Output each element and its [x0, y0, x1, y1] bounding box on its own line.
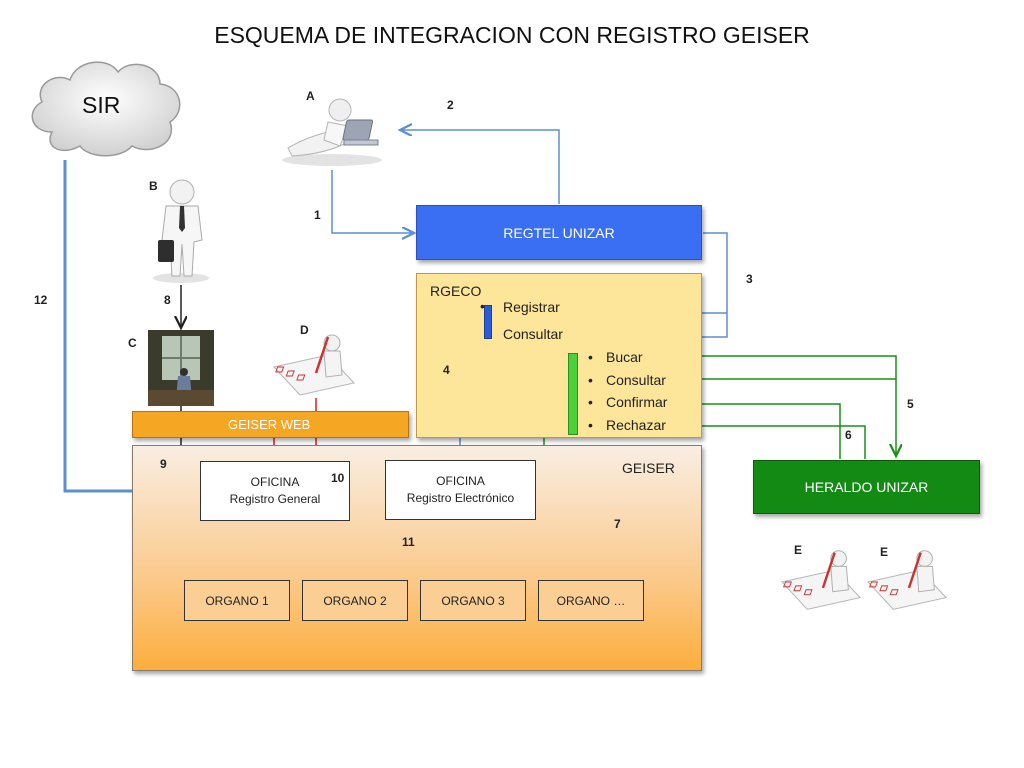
organo-2-box: ORGANO 2	[302, 580, 408, 621]
bullet-confirmar: •	[588, 394, 593, 410]
label-2: 2	[447, 98, 454, 112]
diagram-title: ESQUEMA DE INTEGRACION CON REGISTRO GEIS…	[214, 22, 810, 48]
label-5: 5	[907, 397, 914, 411]
organo-3-box: ORGANO 3	[420, 580, 526, 621]
businessman-icon	[153, 179, 209, 283]
label-4: 4	[443, 363, 450, 377]
action-rechazar: Rechazar	[606, 417, 666, 433]
person-checklist-icon	[780, 550, 862, 610]
rgeco-item-consultar: Consultar	[503, 326, 563, 342]
bullet-rechazar: •	[588, 417, 593, 433]
flow-1	[331, 170, 414, 233]
label-12: 12	[34, 293, 48, 307]
action-confirmar: Confirmar	[606, 394, 668, 410]
label-c: C	[128, 336, 137, 350]
oficina-registro-electronico: OFICINA Registro Electrónico	[385, 460, 536, 520]
label-8: 8	[164, 293, 171, 307]
regtel-unizar-box: REGTEL UNIZAR	[416, 205, 702, 260]
flow-2	[400, 130, 560, 204]
label-3: 3	[746, 272, 753, 286]
oficina-elec-line2: Registro Electrónico	[406, 491, 515, 505]
label-9: 9	[160, 457, 167, 471]
bullet-registrar: •	[480, 298, 485, 314]
organo-n-box: ORGANO …	[538, 580, 644, 621]
heraldo-unizar-box: HERALDO UNIZAR	[753, 460, 980, 514]
rgeco-service-bar	[484, 305, 492, 339]
person-laptop-icon	[282, 98, 382, 166]
rgeco-item-registrar: Registrar	[503, 299, 560, 315]
label-11: 11	[402, 535, 415, 549]
action-consultar: Consultar	[606, 372, 666, 388]
oficina-general-line2: Registro General	[229, 492, 321, 506]
sir-label: SIR	[82, 92, 121, 118]
action-bucar: Bucar	[606, 349, 643, 365]
organo-1-box: ORGANO 1	[184, 580, 290, 621]
label-1: 1	[314, 208, 321, 222]
flow-6b	[684, 426, 866, 459]
oficina-general-line1: OFICINA	[250, 475, 300, 489]
label-7: 7	[614, 517, 621, 531]
label-10: 10	[331, 471, 345, 485]
geiser-web-box: GEISER WEB	[132, 411, 409, 438]
label-b: B	[149, 179, 158, 193]
label-a: A	[306, 89, 315, 103]
oficina-elec-line1: OFICINA	[436, 474, 485, 488]
label-d: D	[300, 323, 309, 337]
geiser-service-bar	[568, 353, 578, 435]
person-checklist-icon	[273, 334, 355, 396]
flow-5a	[682, 355, 896, 456]
flow-6a	[684, 404, 841, 459]
label-e2: E	[880, 545, 889, 559]
label-6: 6	[845, 428, 852, 442]
bullet-bucar: •	[588, 349, 593, 365]
person-checklist-icon	[866, 550, 948, 610]
rgeco-box	[416, 273, 702, 438]
rgeco-label: RGECO	[430, 283, 482, 299]
sir-cloud-icon	[31, 61, 181, 157]
bullet-consultar: •	[588, 372, 593, 388]
label-e1: E	[794, 543, 803, 557]
painting-icon	[148, 330, 214, 406]
geiser-label: GEISER	[622, 460, 675, 476]
oficina-registro-general: OFICINA Registro General	[200, 461, 350, 521]
